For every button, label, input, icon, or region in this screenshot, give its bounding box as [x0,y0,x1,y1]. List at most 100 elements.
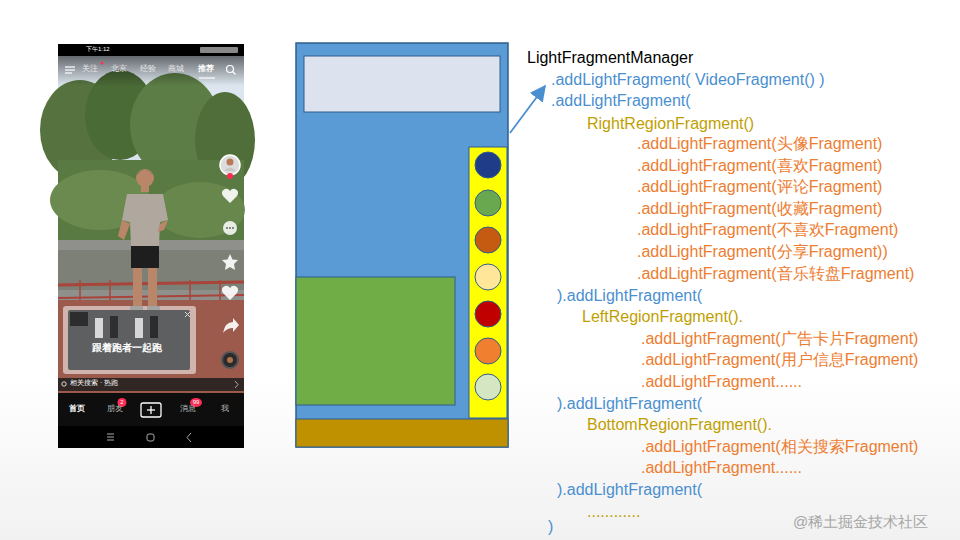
code-line: ).addLightFragment( [557,287,702,305]
code-line: .addLightFragment( VideoFragment() ) [551,71,825,89]
code-line: .addLightFragment(收藏Fragment) [637,200,882,218]
phone-screenshot [70,312,88,326]
phone-screenshot [58,393,244,426]
code-line: ) [548,518,553,536]
layout-schematic [296,43,508,447]
phone-screenshot [227,66,234,73]
status-time: 下午1:12 [86,46,110,53]
layout-schematic [475,227,501,253]
runner-figure [136,169,154,187]
top-tab: 经验 [140,64,156,73]
layout-schematic [304,56,500,112]
phone-screenshot [224,168,236,172]
code-line: .addLightFragment(广告卡片Fragment) [641,330,918,348]
phone-screenshot [189,280,191,300]
top-tab: 推荐 [198,64,214,73]
phone-screenshot [79,280,81,300]
phone-screenshot [107,434,114,435]
phone-screenshot [62,382,66,386]
runner-figure [118,169,168,312]
code-line: .addLightFragment(音乐转盘Fragment) [637,265,914,283]
phone-screenshot [223,221,237,235]
layout-schematic [296,419,508,447]
search-hint: 相关搜索 · 热跑 [70,379,118,387]
phone-screenshot [227,357,233,363]
nav-tab: 首页 [69,404,85,413]
code-line: LeftRegionFragment(). [582,308,743,326]
top-tab: 关注 [82,64,98,73]
code-line: ............ [587,503,640,521]
phone-screenshot [58,44,244,56]
layout-schematic [475,374,501,400]
layout-schematic [475,190,501,216]
phone-screenshot [229,227,231,229]
phone-screenshot [223,318,239,333]
phone-screenshot [65,69,75,70]
runner-figure [158,220,168,232]
phone-screenshot [135,318,143,338]
phone-screenshot [107,440,114,441]
top-tab: 商城 [168,64,184,73]
badge-number: 2 [120,399,123,406]
phone-screenshot [185,312,190,317]
layout-schematic [475,264,501,290]
top-tab: 北京 [111,64,127,73]
phone-screenshot [220,155,240,175]
code-line: .addLightFragment(相关搜索Fragment) [641,438,918,456]
runner-figure [133,268,142,308]
phone-screenshot [58,426,244,448]
phone-screenshot [65,72,72,73]
nav-tab: 朋友 [107,404,123,413]
runner-figure [118,220,130,240]
phone-screenshot [222,286,238,300]
phone-screenshot [222,352,238,368]
phone-screenshot [150,316,158,338]
layout-schematic [296,277,455,405]
phone-screenshot [58,378,244,391]
phone-screenshot [226,227,228,229]
code-line: .addLightFragment(用户信息Fragment) [641,351,918,369]
phone-screenshot [58,300,244,398]
code-line: RightRegionFragment() [587,115,754,133]
watermark: @稀土掘金技术社区 [793,513,928,530]
code-line: .addLightFragment(评论Fragment) [637,178,882,196]
code-line: .addLightFragment...... [641,373,802,391]
phone-screenshot [107,437,114,438]
nav-tab: 消息 [180,404,196,413]
runner-figure [122,194,168,246]
code-line: .addLightFragment...... [641,459,802,477]
layout-schematic [469,147,507,418]
code-line: .addLightFragment(头像Fragment) [637,135,882,153]
phone-screenshot [58,56,244,86]
leader-arrow [510,86,545,133]
phone-screenshot [109,280,111,300]
phone-screenshot [68,310,190,370]
phone-screenshot [95,318,103,338]
phone-screenshot [187,433,191,442]
phone-screenshot [147,409,155,410]
phone-screenshot [110,316,118,338]
runner-figure [136,170,154,176]
nav-tab: 我 [221,404,229,413]
phone-screenshot [227,173,233,179]
phone-screenshot [232,227,234,229]
runner-figure [131,246,159,268]
code-line: .addLightFragment(分享Fragment)) [637,243,888,261]
code-line: .addLightFragment(喜欢Fragment) [637,157,882,175]
phone-screenshot [233,72,236,75]
phone-screenshot [101,62,104,65]
badge-number: 99 [193,399,200,406]
code-line: ).addLightFragment( [557,481,702,499]
phone-screenshot [141,403,161,417]
phone-screenshot [58,240,244,398]
code-line: .addLightFragment(不喜欢Fragment) [637,221,898,239]
code-line: ).addLightFragment( [557,395,702,413]
card-title: 跟着跑者一起跑 [92,342,162,354]
phone-screenshot [235,381,238,388]
phone-screenshot [199,77,215,78]
phone-screenshot [227,159,234,166]
code-line: LightFragmentManager [527,49,693,67]
phone-screenshot [200,47,238,53]
runner-figure [141,186,149,192]
